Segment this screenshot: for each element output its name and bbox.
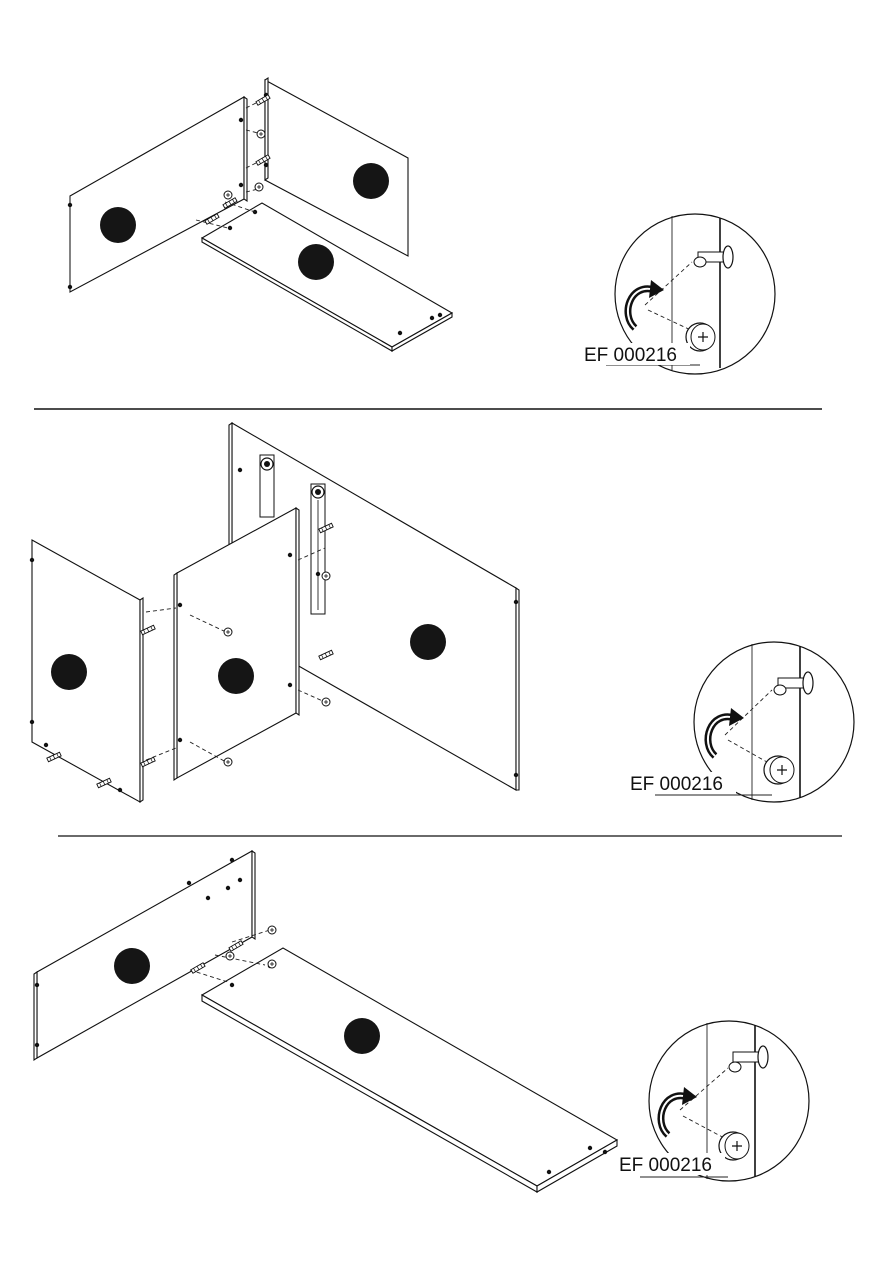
part-marker [218,658,254,694]
middle-side-panel [174,508,299,780]
step-1: EF 000216 [68,78,775,374]
part-marker [410,624,446,660]
fitting-code-label: EF 000216 [619,1155,712,1176]
bottom-panel [202,203,452,351]
front-side-panel [30,540,143,802]
fitting-code-label: EF 000216 [584,345,677,366]
part-marker [298,244,334,280]
step-3: EF 000216 [34,851,809,1192]
part-marker [353,163,389,199]
step-2: EF 000216 [30,423,854,802]
detail-callout: EF 000216 [582,214,775,374]
left-side-panel [68,97,247,292]
long-bottom-panel [202,948,617,1192]
part-marker [51,654,87,690]
side-panel [34,851,255,1060]
part-marker [100,207,136,243]
part-marker [114,948,150,984]
fitting-code-label: EF 000216 [630,774,723,795]
detail-callout: EF 000216 [628,642,854,802]
part-marker [344,1018,380,1054]
cam-lock-icon [764,756,794,784]
cam-lock-icon [686,323,715,351]
detail-callout: EF 000216 [617,1021,809,1181]
